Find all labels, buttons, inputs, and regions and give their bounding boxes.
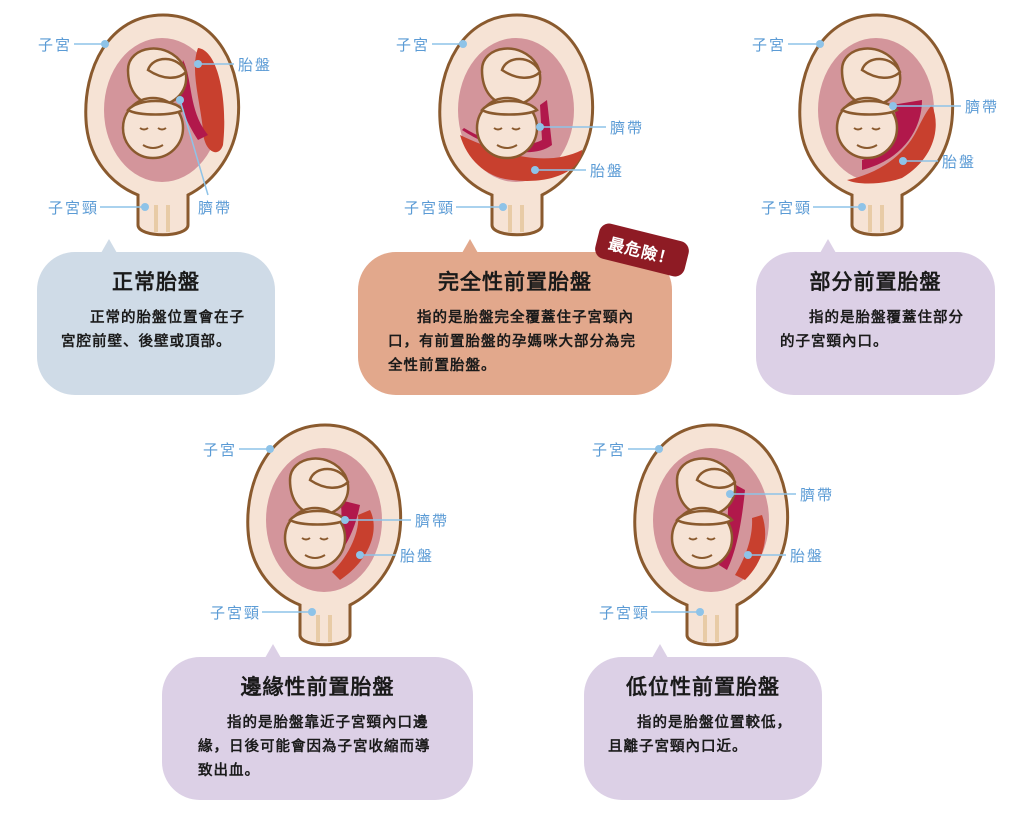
uterus-diagram-partial	[792, 10, 962, 240]
fetus-face	[139, 127, 167, 149]
label-cervix: 子宮頸	[404, 199, 456, 217]
uterus-diagram-marginal	[240, 420, 410, 650]
card-complete-previa: 完全性前置胎盤 指的是胎盤完全覆蓋住子宮頸內口，有前置胎盤的孕媽咪大部分為完全性…	[358, 239, 672, 395]
label-cervix: 子宮頸	[48, 199, 100, 217]
label-placenta: 胎盤	[238, 56, 273, 74]
label-uterus: 子宮	[203, 441, 238, 459]
cervix-marks	[154, 205, 170, 232]
card-partial-previa: 部分前置胎盤 指的是胎盤覆蓋住部分的子宮頸內口。	[756, 239, 995, 395]
uterus-diagram-complete	[432, 10, 602, 240]
uterus-diagram-low-lying	[627, 420, 797, 650]
fetus-face	[688, 537, 716, 559]
fetus	[475, 47, 542, 160]
label-cord: 臍帶	[415, 512, 450, 530]
cervix-marks	[868, 205, 884, 232]
fetus-face	[493, 127, 521, 149]
label-uterus: 子宮	[38, 36, 73, 54]
card-description: 指的是胎盤完全覆蓋住子宮頸內口，有前置胎盤的孕媽咪大部分為完全性前置胎盤。	[388, 310, 636, 374]
label-cord: 臍帶	[198, 199, 233, 217]
placenta	[332, 510, 374, 580]
fetus	[283, 457, 350, 570]
fetus-face	[301, 537, 329, 559]
card-description: 正常的胎盤位置會在子宮腔前壁、後壁或頂部。	[61, 310, 245, 350]
card-title: 完全性前置胎盤	[438, 270, 592, 294]
fetus	[835, 47, 902, 160]
card-normal-placenta: 正常胎盤 正常的胎盤位置會在子宮腔前壁、後壁或頂部。	[37, 239, 275, 395]
label-placenta: 胎盤	[590, 162, 625, 180]
placenta	[194, 48, 225, 153]
cervix-marks	[508, 205, 524, 232]
label-placenta: 胎盤	[400, 547, 435, 565]
placenta	[847, 105, 936, 184]
label-placenta: 胎盤	[942, 153, 977, 171]
label-cord: 臍帶	[965, 98, 1000, 116]
label-uterus: 子宮	[396, 36, 431, 54]
label-cervix: 子宮頸	[761, 199, 813, 217]
cervix-marks	[316, 615, 332, 642]
label-cervix: 子宮頸	[210, 604, 262, 622]
umbilical-cord	[862, 100, 922, 170]
card-description: 指的是胎盤位置較低，且離子宮頸內口近。	[608, 715, 792, 755]
label-uterus: 子宮	[752, 36, 787, 54]
card-title: 部分前置胎盤	[809, 270, 942, 294]
placenta	[735, 515, 766, 580]
card-marginal-previa: 邊緣性前置胎盤 指的是胎盤靠近子宮頸內口邊緣，日後可能會因為子宮收縮而導致出血。	[162, 644, 473, 800]
label-placenta: 胎盤	[790, 547, 825, 565]
card-title: 正常胎盤	[112, 270, 200, 294]
label-cervix: 子宮頸	[599, 604, 651, 622]
card-description: 指的是胎盤覆蓋住部分的子宮頸內口。	[780, 310, 964, 350]
cervix-marks	[703, 615, 719, 642]
label-cord: 臍帶	[610, 119, 645, 137]
card-description: 指的是胎盤靠近子宮頸內口邊緣，日後可能會因為子宮收縮而導致出血。	[198, 715, 431, 779]
label-uterus: 子宮	[592, 441, 627, 459]
card-low-lying-placenta: 低位性前置胎盤 指的是胎盤位置較低，且離子宮頸內口近。	[584, 644, 822, 800]
fetus	[670, 457, 737, 570]
card-title: 低位性前置胎盤	[626, 675, 780, 699]
fetus-face	[853, 127, 881, 149]
label-cord: 臍帶	[800, 486, 835, 504]
card-title: 邊緣性前置胎盤	[240, 675, 395, 699]
